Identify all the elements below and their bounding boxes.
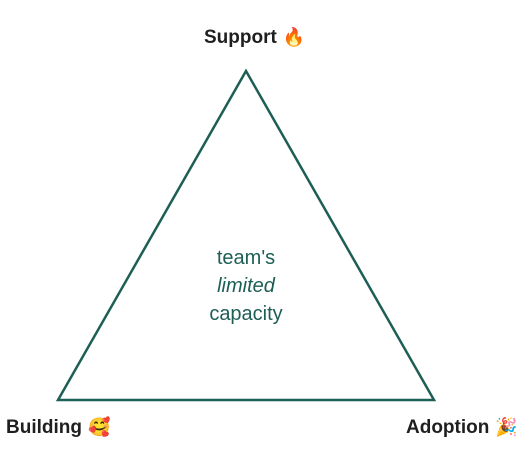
building-label: Building (6, 417, 82, 438)
vertex-label-building: Building🥰 (6, 418, 110, 437)
smiling-face-with-hearts-icon: 🥰 (87, 417, 111, 438)
vertex-label-support: Support🔥 (204, 28, 305, 47)
center-capacity-text: team's limited capacity (160, 244, 332, 328)
center-line-limited: limited (217, 275, 275, 297)
capacity-triangle (55, 68, 437, 402)
center-line-teams: team's (216, 247, 276, 269)
party-popper-icon: 🎉 (495, 417, 518, 438)
center-line-capacity: capacity (209, 303, 283, 325)
vertex-label-adoption: Adoption🎉 (406, 418, 518, 437)
fire-icon: 🔥 (282, 27, 306, 48)
adoption-label: Adoption (406, 417, 490, 438)
support-label: Support (204, 27, 277, 48)
